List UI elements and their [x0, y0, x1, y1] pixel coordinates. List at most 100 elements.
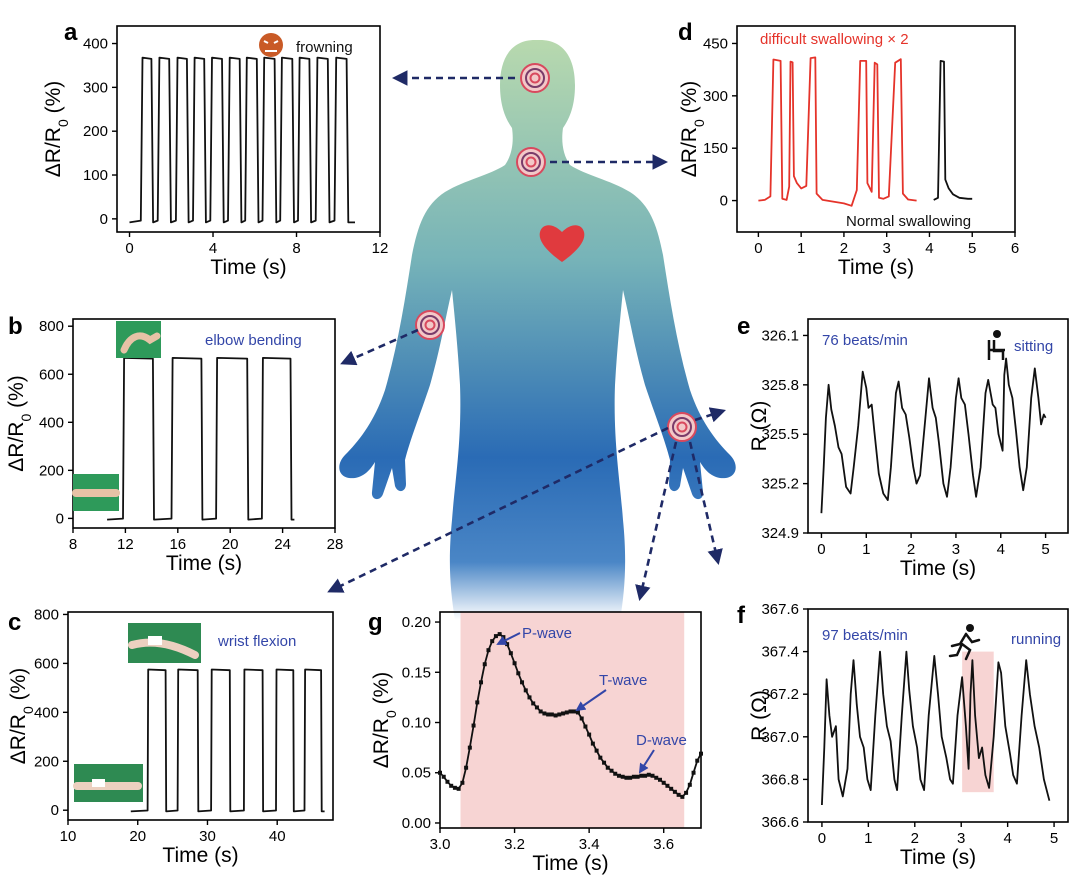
data-point: [564, 710, 569, 715]
data-point: [691, 770, 696, 775]
x-tick-label: 2: [911, 830, 919, 847]
arrow-wrist-to-f: [688, 441, 723, 566]
data-point: [572, 709, 577, 714]
data-point: [508, 651, 513, 656]
data-point: [646, 772, 651, 777]
data-point: [471, 723, 476, 728]
human-body-illustration: [339, 40, 736, 620]
y-tick-label: 300: [83, 79, 108, 96]
annotation-0: P-wave: [522, 625, 572, 642]
x-tick-label: 3: [952, 541, 960, 558]
data-point: [553, 713, 558, 718]
x-tick-label: 4: [209, 240, 217, 257]
x-tick-label: 4: [925, 240, 933, 257]
data-point: [594, 748, 599, 753]
data-point: [561, 711, 566, 716]
panel-label: b: [8, 313, 23, 340]
data-point: [609, 768, 614, 773]
data-point: [672, 789, 677, 794]
y-tick-label: 326.1: [761, 327, 799, 344]
data-point: [490, 639, 495, 644]
y-tick-label: 300: [703, 88, 728, 105]
data-point: [505, 642, 510, 647]
data-point: [482, 662, 487, 667]
data-point: [568, 709, 573, 714]
x-axis-label: Time (s): [210, 256, 286, 279]
annotation-arrow-0: [496, 632, 521, 645]
x-axis-label: Time (s): [900, 557, 976, 580]
y-axis-label: ΔR/R0 (%): [5, 375, 34, 472]
data-point: [587, 732, 592, 737]
data-point: [452, 785, 457, 790]
data-point: [631, 774, 636, 779]
y-tick-label: 325.5: [761, 426, 799, 443]
data-point: [575, 710, 580, 715]
data-point: [460, 780, 465, 785]
data-point: [665, 783, 670, 788]
highlight-region: [962, 651, 994, 793]
x-tick-label: 3.6: [653, 836, 674, 853]
annotation-2: D-wave: [636, 732, 687, 749]
annotation-1: T-wave: [599, 672, 647, 689]
photo-elbow-bent: [116, 321, 161, 358]
annotation-arrow-1: [575, 689, 607, 712]
annotation-0: 97 beats/min: [822, 627, 908, 644]
series-line-1: [933, 60, 973, 201]
data-point: [531, 701, 536, 706]
series-line-0: [758, 56, 917, 207]
y-tick-label: 200: [34, 753, 59, 770]
data-point: [538, 709, 543, 714]
axes-frame: [736, 25, 1016, 233]
data-point: [676, 792, 681, 797]
y-tick-label: 367.2: [761, 686, 799, 703]
target-elbow-icon: [415, 310, 445, 340]
target-forehead-icon: [520, 63, 550, 93]
x-tick-label: 0: [125, 240, 133, 257]
annotation-1: running: [1011, 631, 1061, 648]
annotation-0: frowning: [296, 39, 353, 56]
y-tick-label: 800: [34, 606, 59, 623]
axes-frame: [72, 318, 336, 529]
data-point: [557, 712, 562, 717]
axes-frame: [116, 25, 381, 233]
data-point: [624, 775, 629, 780]
y-tick-label: 0.00: [402, 815, 431, 832]
arrow-elbow-to-b: [340, 328, 419, 366]
data-point: [613, 771, 618, 776]
data-point: [467, 745, 472, 750]
x-tick-label: 10: [60, 828, 77, 845]
data-point: [449, 783, 454, 788]
x-tick-label: 12: [117, 536, 134, 553]
x-tick-label: 40: [269, 828, 286, 845]
y-tick-label: 0: [720, 193, 728, 210]
x-axis-label: Time (s): [900, 846, 976, 869]
data-point: [699, 751, 703, 756]
data-point: [501, 635, 506, 640]
y-tick-label: 0: [56, 510, 64, 527]
data-point: [479, 680, 484, 685]
arrow-wrist-to-e: [694, 407, 726, 423]
data-point: [512, 661, 517, 666]
panel-label: d: [678, 19, 693, 46]
x-tick-label: 20: [222, 536, 239, 553]
y-tick-label: 150: [703, 140, 728, 157]
x-tick-label: 3.4: [579, 836, 600, 853]
data-point: [605, 765, 610, 770]
data-point: [464, 765, 469, 770]
y-tick-label: 450: [703, 35, 728, 52]
data-point: [620, 774, 625, 779]
data-point: [628, 775, 633, 780]
data-point: [661, 780, 666, 785]
annotation-arrow-2: [638, 749, 655, 774]
y-tick-label: 367.6: [761, 601, 799, 618]
series-line-0: [821, 650, 1051, 806]
y-tick-label: 400: [83, 36, 108, 53]
data-point: [520, 680, 525, 685]
data-point: [486, 648, 491, 653]
y-tick-label: 800: [39, 318, 64, 335]
